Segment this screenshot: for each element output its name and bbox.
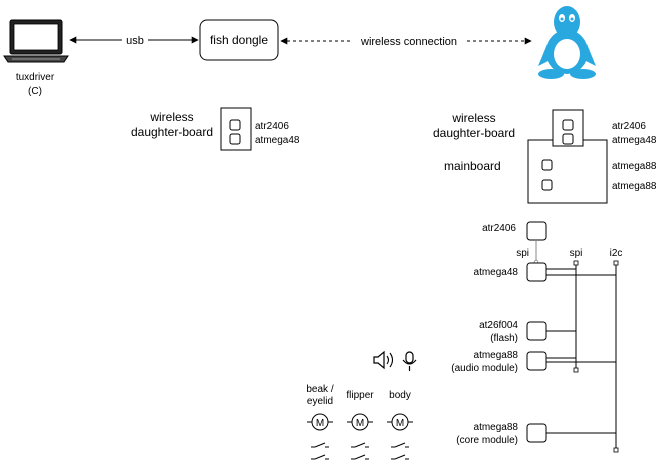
bus-atmega48-label: atmega48 <box>474 267 519 278</box>
motor2-label: flipper <box>346 390 374 401</box>
audio-label-2: (audio module) <box>451 363 518 374</box>
motor-icon: M <box>307 413 333 431</box>
spi-local-label: spi <box>516 248 529 259</box>
bus-chip-atmega48 <box>526 262 547 282</box>
motor1-label-2: eyelid <box>307 396 333 407</box>
mainboard-label: mainboard <box>444 159 501 173</box>
tux-board-title-2: daughter-board <box>433 126 515 140</box>
bus-chip-flash <box>526 321 547 341</box>
motor-icon: M <box>387 413 413 431</box>
flash-label-2: (flash) <box>490 333 518 344</box>
mainboard <box>527 139 608 204</box>
i2c-label: i2c <box>610 248 623 259</box>
tux-board-title-1: wireless <box>451 111 495 125</box>
tux-chip-atr2406 <box>562 119 574 131</box>
bus-chip-atr2406 <box>526 221 547 241</box>
laptop-icon <box>3 19 69 63</box>
main-chip-2 <box>541 179 553 191</box>
switch-icon <box>351 442 369 460</box>
motor1-label-1: beak / <box>306 384 333 395</box>
switch-icon <box>391 442 409 460</box>
fish-dongle-label: fish dongle <box>210 33 268 47</box>
motor-icon: M <box>347 413 373 431</box>
main-chip1-label: atmega88 <box>612 161 657 172</box>
microphone-icon <box>402 351 417 371</box>
spi-main-label: spi <box>570 248 583 259</box>
svg-text:M: M <box>316 418 324 429</box>
flash-label-1: at26f004 <box>479 320 518 331</box>
core-label-2: (core module) <box>456 435 518 446</box>
pc-sublabel: (C) <box>28 86 42 97</box>
main-chip2-label: atmega88 <box>612 181 657 192</box>
dongle-chip2-label: atmega48 <box>255 135 300 146</box>
dongle-board-title-1: wireless <box>149 110 193 124</box>
main-chip-1 <box>541 159 553 171</box>
bus-chip-audio <box>526 351 547 371</box>
motor3-label: body <box>389 390 411 401</box>
dongle-board-title-2: daughter-board <box>131 125 213 139</box>
bus-chip-core <box>526 423 547 443</box>
usb-label: usb <box>126 35 144 47</box>
tux-chip1-label: atr2406 <box>612 121 646 132</box>
bus-atr-label: atr2406 <box>482 223 516 234</box>
tux-chip2-label: atmega48 <box>612 135 657 146</box>
dongle-chip-atr2406 <box>229 119 241 131</box>
wireless-label: wireless connection <box>360 36 457 48</box>
dongle-chip-atmega48 <box>229 133 241 145</box>
core-label-1: atmega88 <box>474 422 519 433</box>
fish-dongle-box <box>199 19 279 61</box>
speaker-icon <box>373 350 394 370</box>
dongle-chip1-label: atr2406 <box>255 121 289 132</box>
svg-text:M: M <box>396 418 404 429</box>
tux-chip-atmega48 <box>562 133 574 145</box>
audio-label-1: atmega88 <box>474 350 519 361</box>
pc-label: tuxdriver <box>16 72 55 83</box>
linux-penguin-icon <box>538 6 596 79</box>
svg-text:M: M <box>356 418 364 429</box>
switch-icon <box>311 442 329 460</box>
